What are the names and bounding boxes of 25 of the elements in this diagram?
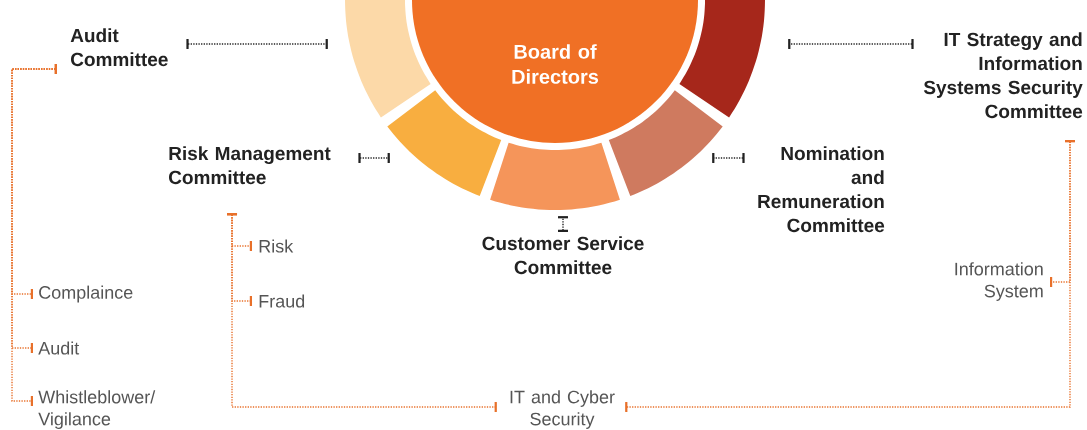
committee-label: Nomination and Remuneration Committee bbox=[758, 146, 885, 233]
ring-segment bbox=[387, 90, 502, 197]
leader-line bbox=[358, 153, 390, 163]
item-label: Risk bbox=[259, 239, 294, 253]
leader-line bbox=[186, 39, 328, 49]
committee-label: Audit Committee bbox=[70, 28, 168, 67]
committee-label: IT Strategy and Information Systems Security Committee bbox=[923, 32, 1083, 119]
committee-label: Risk Management Committee bbox=[169, 146, 331, 185]
connector-line bbox=[11, 64, 57, 406]
ring-segment bbox=[345, 0, 431, 118]
item-label: Whistleblower/ Vigilance bbox=[38, 390, 156, 429]
leader-line bbox=[712, 153, 745, 163]
connector-line bbox=[227, 213, 497, 412]
item-label: Audit bbox=[38, 341, 80, 355]
leader-line bbox=[558, 216, 568, 232]
connector-line bbox=[625, 140, 1075, 412]
ring-segment bbox=[608, 90, 723, 197]
committee-label: Customer Service Committee bbox=[482, 236, 644, 275]
item-label: Fraud bbox=[259, 294, 305, 308]
item-label: IT and Cyber Security bbox=[510, 390, 615, 429]
ring-segment bbox=[490, 142, 620, 210]
item-label: Complaince bbox=[39, 285, 133, 303]
item-label: Information System bbox=[955, 262, 1043, 301]
leader-line bbox=[788, 39, 914, 49]
ring-segment bbox=[679, 0, 765, 118]
